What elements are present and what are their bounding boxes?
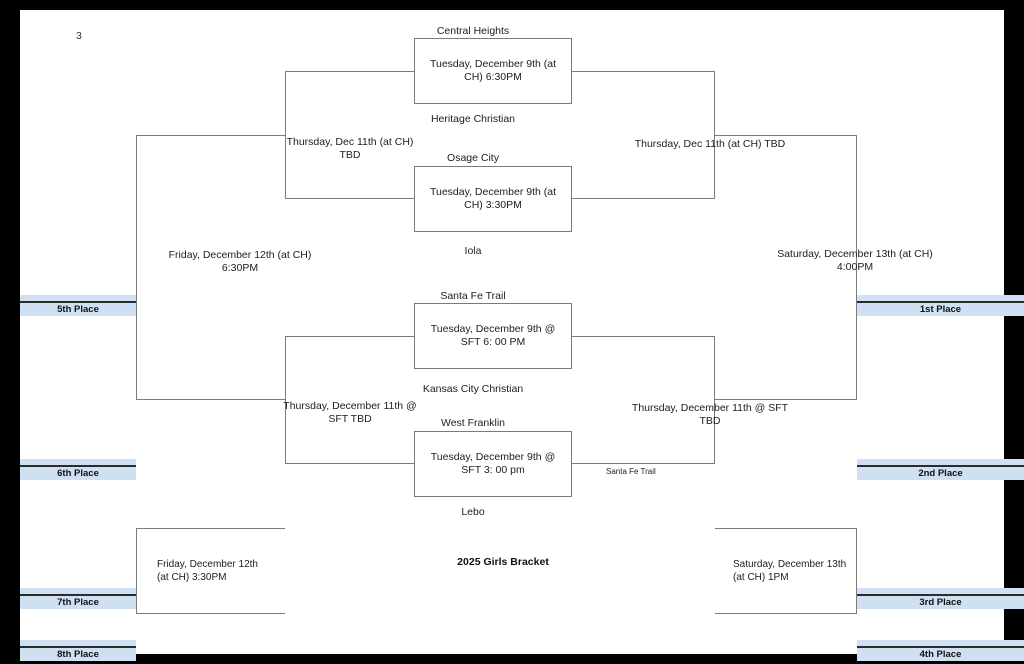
placement-label-5th: 5th Place [57, 304, 99, 315]
team-label-iola: Iola [464, 245, 482, 257]
connector-fifth-place [136, 135, 285, 400]
placement-band-bottom-3rd [857, 596, 1024, 609]
placement-band-top-7th [20, 588, 136, 594]
placement-band-bottom-7th [20, 596, 136, 609]
placement-slot-1st[interactable]: 1st Place [857, 295, 1024, 316]
third-place-game-box[interactable]: Saturday, December 13th (at CH) 1PM [715, 528, 857, 614]
semifinal-winners-upper-label: Thursday, Dec 11th (at CH) TBD [634, 138, 786, 150]
bracket-title: 2025 Girls Bracket [457, 556, 549, 568]
placement-band-top-2nd [857, 459, 1024, 465]
team-label-osage-city: Osage City [447, 152, 499, 164]
placement-rule-1st [857, 301, 1024, 303]
team-label-west-franklin: West Franklin [441, 417, 505, 429]
seventh-place-game-box[interactable]: Friday, December 12th (at CH) 3:30PM [136, 528, 285, 614]
placement-rule-8th [20, 646, 136, 648]
placement-band-top-5th [20, 295, 136, 301]
team-label-kansas-city-christian: Kansas City Christian [422, 383, 524, 395]
game-box-r1-m2[interactable]: Tuesday, December 9th (at CH) 3:30PM [414, 166, 572, 232]
placement-label-2nd: 2nd Place [918, 468, 963, 479]
placement-slot-8th[interactable]: 8th Place [20, 640, 136, 661]
placement-slot-5th[interactable]: 5th Place [20, 295, 136, 316]
placement-band-bottom-2nd [857, 467, 1024, 480]
connector-winners-lower [572, 336, 715, 464]
placement-label-6th: 6th Place [57, 468, 99, 479]
seventh-place-game-label: Friday, December 12th (at CH) 3:30PM [157, 559, 258, 583]
team-label-heritage-christian: Heritage Christian [430, 113, 516, 125]
placement-rule-5th [20, 301, 136, 303]
placement-slot-2nd[interactable]: 2nd Place [857, 459, 1024, 480]
championship-game-label: Saturday, December 13th (at CH) 4:00PM [777, 248, 933, 273]
game-text-r1-m1: Tuesday, December 9th (at CH) 6:30PM [429, 58, 557, 83]
semifinal-winners-lower-label: Thursday, December 11th @ SFT TBD [631, 402, 789, 427]
game-text-r1-m3: Tuesday, December 9th @ SFT 6: 00 PM [430, 323, 556, 348]
placement-band-top-1st [857, 295, 1024, 301]
connector-championship [715, 135, 857, 400]
game-box-r1-m1[interactable]: Tuesday, December 9th (at CH) 6:30PM [414, 38, 572, 104]
connector-losers-upper [285, 71, 414, 199]
third-place-game-label: Saturday, December 13th (at CH) 1PM [733, 559, 847, 583]
game-text-r1-m4: Tuesday, December 9th @ SFT 3: 00 pm [430, 451, 556, 476]
placement-rule-2nd [857, 465, 1024, 467]
team-label-lebo: Lebo [461, 506, 485, 518]
placement-slot-7th[interactable]: 7th Place [20, 588, 136, 609]
placement-band-bottom-8th [20, 648, 136, 661]
placement-slot-4th[interactable]: 4th Place [857, 640, 1024, 661]
placement-rule-3rd [857, 594, 1024, 596]
placement-band-top-4th [857, 640, 1024, 646]
placement-label-1st: 1st Place [919, 304, 962, 315]
placement-label-3rd: 3rd Place [919, 597, 962, 608]
page-number: 3 [76, 30, 82, 42]
game-box-r1-m4[interactable]: Tuesday, December 9th @ SFT 3: 00 pm [414, 431, 572, 497]
placement-rule-4th [857, 646, 1024, 648]
connector-losers-lower [285, 336, 414, 464]
placement-band-bottom-6th [20, 467, 136, 480]
placement-label-7th: 7th Place [57, 597, 99, 608]
placement-band-bottom-4th [857, 648, 1024, 661]
game-box-r1-m3[interactable]: Tuesday, December 9th @ SFT 6: 00 PM [414, 303, 572, 369]
game-text-r1-m2: Tuesday, December 9th (at CH) 3:30PM [429, 186, 557, 211]
team-label-santa-fe-trail: Santa Fe Trail [440, 290, 506, 302]
semifinal-losers-lower-label: Thursday, December 11th @ SFT TBD [283, 400, 417, 425]
connector-winners-upper [572, 71, 715, 199]
placement-label-4th: 4th Place [919, 649, 962, 660]
placement-rule-6th [20, 465, 136, 467]
placement-band-bottom-5th [20, 303, 136, 316]
placement-band-top-8th [20, 640, 136, 646]
placement-label-8th: 8th Place [57, 649, 99, 660]
semifinal-losers-upper-label: Thursday, Dec 11th (at CH) TBD [286, 136, 414, 161]
team-label-central-heights: Central Heights [436, 25, 510, 37]
fifth-place-game-label: Friday, December 12th (at CH) 6:30PM [168, 249, 312, 274]
placement-slot-3rd[interactable]: 3rd Place [857, 588, 1024, 609]
placement-rule-7th [20, 594, 136, 596]
placement-slot-6th[interactable]: 6th Place [20, 459, 136, 480]
placement-band-bottom-1st [857, 303, 1024, 316]
page-sheet: 3 Central Heights Heritage Christian Osa… [20, 10, 1024, 661]
placement-band-top-6th [20, 459, 136, 465]
placement-band-top-3rd [857, 588, 1024, 594]
team-label-santa-fe-trail-advanced: Santa Fe Trail [606, 467, 656, 476]
